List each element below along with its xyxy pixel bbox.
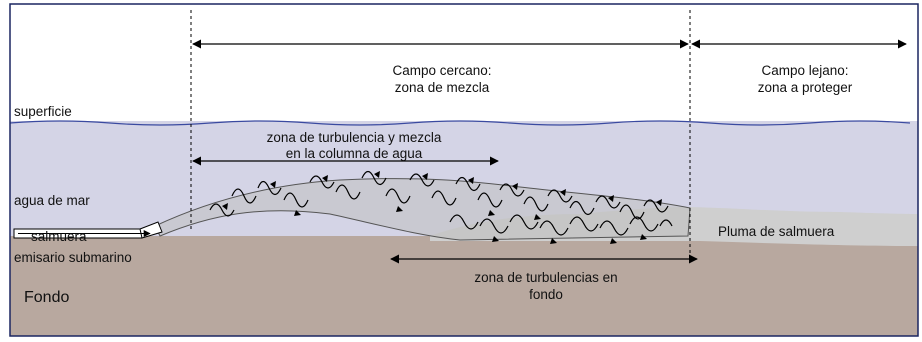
outfall-label: emisario submarino <box>14 250 132 265</box>
surface-label: superficie <box>14 104 72 119</box>
bottom-turbulence-label: zona de turbulencias en <box>474 270 617 285</box>
water-column-turbulence-sublabel: en la columna de agua <box>286 146 423 161</box>
bottom-turbulence-sublabel: fondo <box>529 287 563 302</box>
sea-surface-line <box>9 120 911 126</box>
turbulence-swirls <box>209 170 673 236</box>
bottom-label: Fondo <box>24 289 69 306</box>
seabed-area <box>10 236 918 336</box>
brine-label: salmuera <box>31 229 87 244</box>
water-column-turbulence-label: zona de turbulencia y mezcla <box>267 130 442 145</box>
diagram-frame <box>9 3 919 337</box>
brine-plume-label: Pluma de salmuera <box>718 224 835 239</box>
turbulence-arrowheads <box>222 171 662 244</box>
near-field-sublabel: zona de mezcla <box>395 80 490 95</box>
seawater-label: agua de mar <box>14 193 90 208</box>
near-field-label: Campo cercano: <box>392 63 491 78</box>
far-field-label: Campo lejano: <box>761 63 848 78</box>
far-field-sublabel: zona a proteger <box>758 80 853 95</box>
outfall-pipe <box>13 221 163 239</box>
